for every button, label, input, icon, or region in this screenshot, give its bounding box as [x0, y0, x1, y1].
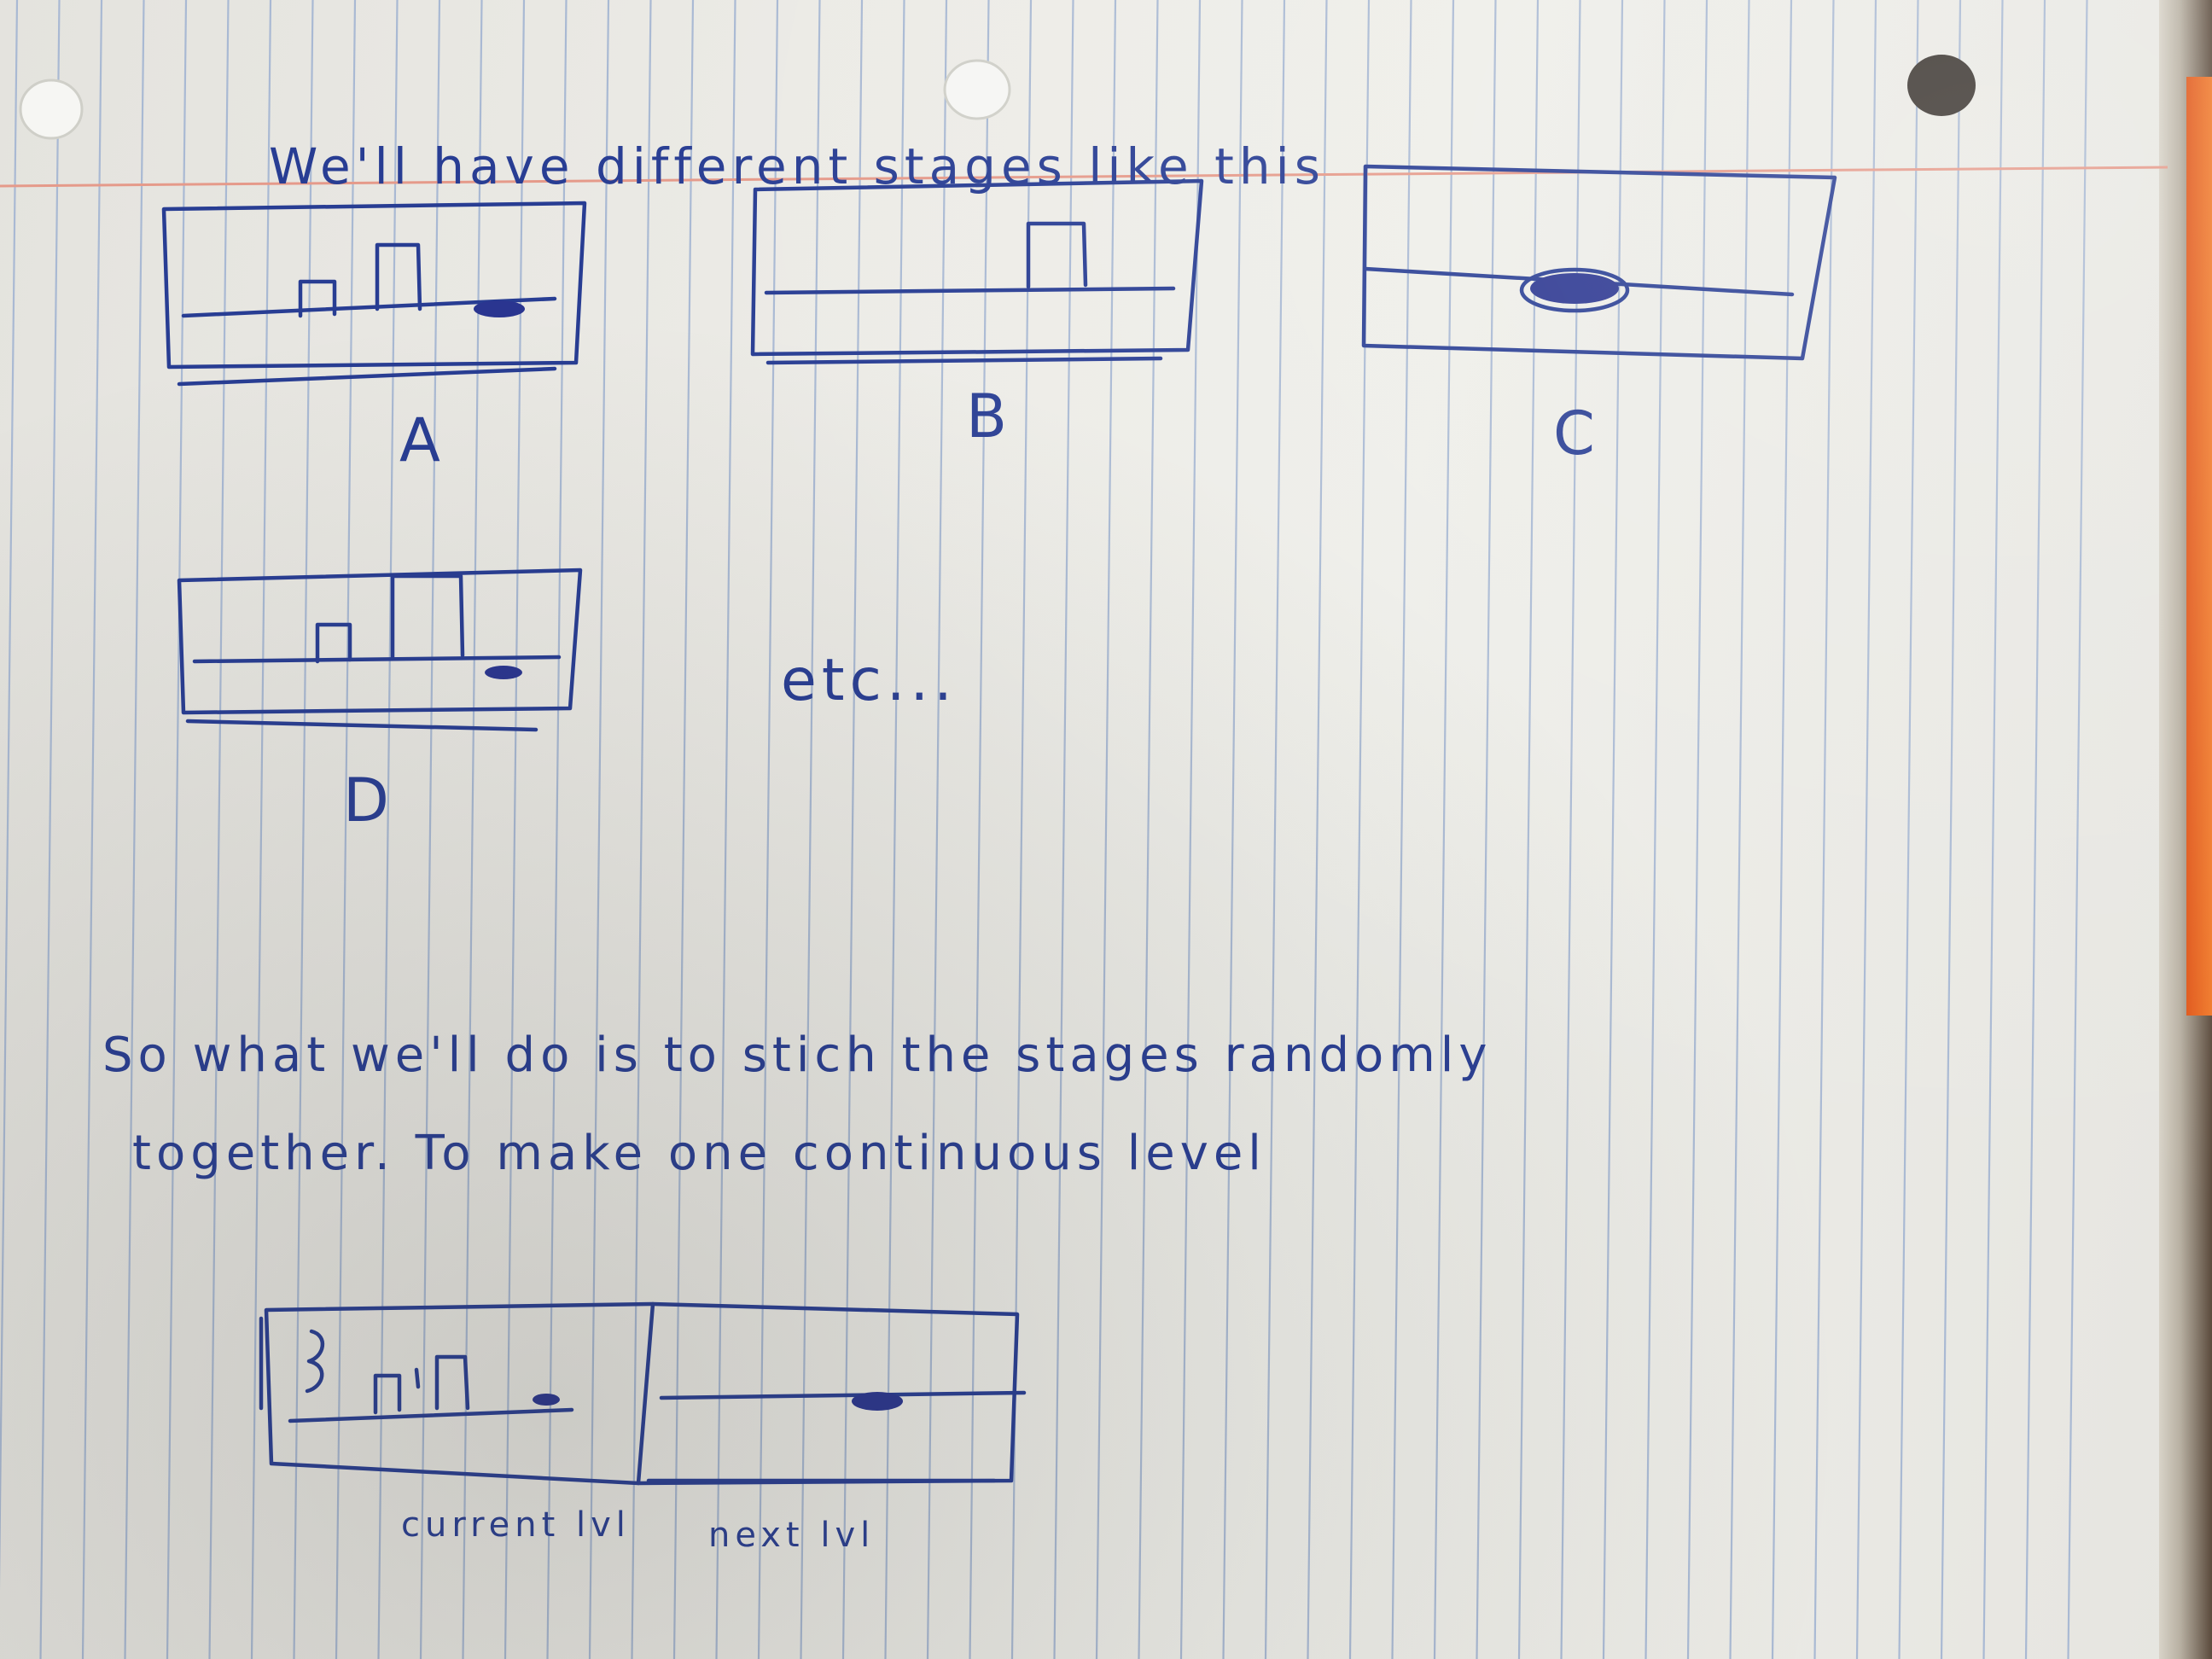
ruled-line [969, 0, 990, 1659]
ground-line [185, 719, 538, 732]
stage-label-d: D [343, 765, 394, 835]
ruled-line [208, 0, 230, 1659]
caption-current-level: current lvl [401, 1505, 631, 1545]
stage-label-c: C [1553, 399, 1600, 469]
hole-blob [533, 1394, 560, 1406]
tick-mark [414, 1367, 421, 1389]
paragraph-line-1: So what we'll do is to stich the stages … [102, 1027, 1493, 1083]
binder-hole [1907, 55, 1976, 116]
binder-hole [943, 59, 1011, 120]
ruled-line [1898, 0, 1919, 1659]
stage-d-sketch [177, 568, 583, 732]
ruled-line [757, 0, 779, 1659]
stage-b-sketch [750, 178, 1204, 365]
ruled-line [546, 0, 568, 1659]
stage-frame [750, 178, 1204, 357]
ruled-line [1476, 0, 1497, 1659]
ruled-line [39, 0, 61, 1659]
ruled-line [1433, 0, 1455, 1659]
ruled-line [124, 0, 145, 1659]
ruled-line [926, 0, 948, 1659]
stage-label-a: A [399, 405, 445, 475]
small-block [298, 279, 337, 318]
ruled-line [1264, 0, 1286, 1659]
ruled-line [631, 0, 652, 1659]
ruled-line [1771, 0, 1793, 1659]
orange-folder-edge [2186, 77, 2212, 1016]
ruled-line [1138, 0, 1159, 1659]
etc-text: etc... [781, 647, 958, 714]
ruled-line [1560, 0, 1581, 1659]
ruled-line [166, 0, 188, 1659]
ruled-lines [0, 0, 2088, 1659]
hole-scribble [1519, 267, 1630, 313]
binder-hole [19, 79, 84, 140]
ruled-line [1686, 0, 1708, 1659]
ruled-line [1179, 0, 1202, 1659]
stage-frame [161, 201, 587, 370]
caption-next-level: next lvl [708, 1516, 875, 1555]
ground-line [288, 1407, 574, 1423]
ruled-line [1813, 0, 1835, 1659]
ruled-line [335, 0, 357, 1659]
stage-frame [1361, 164, 1837, 361]
tall-block [375, 242, 422, 311]
ruled-line [1053, 0, 1074, 1659]
hole-blob [485, 666, 522, 679]
stage-a-sketch [161, 201, 587, 387]
stage-label-b: B [966, 381, 1012, 451]
ground-line [765, 356, 1163, 365]
ground-line [192, 655, 562, 664]
ruled-line [293, 0, 314, 1659]
ruled-line [1517, 0, 1540, 1659]
ruled-line [1391, 0, 1412, 1659]
ruled-line [672, 0, 695, 1659]
stitched-level-sketch [259, 1301, 1027, 1486]
ruled-line [1644, 0, 1666, 1659]
paragraph-line-2: together. To make one continuous level [132, 1126, 1266, 1181]
small-block [373, 1373, 402, 1415]
ruled-line [1729, 0, 1750, 1659]
ruled-line [1222, 0, 1243, 1659]
ruled-line [1855, 0, 1877, 1659]
margin-line [0, 166, 2168, 188]
tall-block [434, 1354, 470, 1411]
ruled-line [504, 0, 526, 1659]
ruled-line [377, 0, 399, 1659]
ruled-line [2024, 0, 2046, 1659]
ruled-line [250, 0, 272, 1659]
player-squiggle [305, 1329, 325, 1394]
ruled-line [1307, 0, 1328, 1659]
ground-line [177, 366, 557, 387]
ruled-line [1602, 0, 1624, 1659]
ground-line [764, 286, 1176, 295]
ruled-line [800, 0, 821, 1659]
ground-line [659, 1390, 1027, 1400]
note-heading: We'll have different stages like this [269, 137, 1325, 195]
hole-blob [852, 1392, 903, 1411]
hole-blob [1530, 273, 1619, 304]
hole-blob [474, 300, 525, 317]
ruled-line [419, 0, 441, 1659]
ruled-line [2067, 0, 2088, 1659]
ruled-line [1982, 0, 2004, 1659]
ruled-line [588, 0, 610, 1659]
ruled-line [841, 0, 864, 1659]
current-level-frame [264, 1301, 655, 1486]
ruled-line [81, 0, 103, 1659]
tall-block [390, 573, 465, 660]
stage-c-sketch [1361, 164, 1837, 361]
tall-block [1026, 221, 1088, 289]
ruled-line [0, 0, 19, 1592]
ruled-line [1940, 0, 1962, 1659]
ruled-line [715, 0, 736, 1659]
small-block [315, 622, 352, 664]
stage-frame [177, 568, 583, 715]
ruled-line [462, 0, 483, 1659]
ruled-line [884, 0, 905, 1659]
ruled-line [1095, 0, 1117, 1659]
